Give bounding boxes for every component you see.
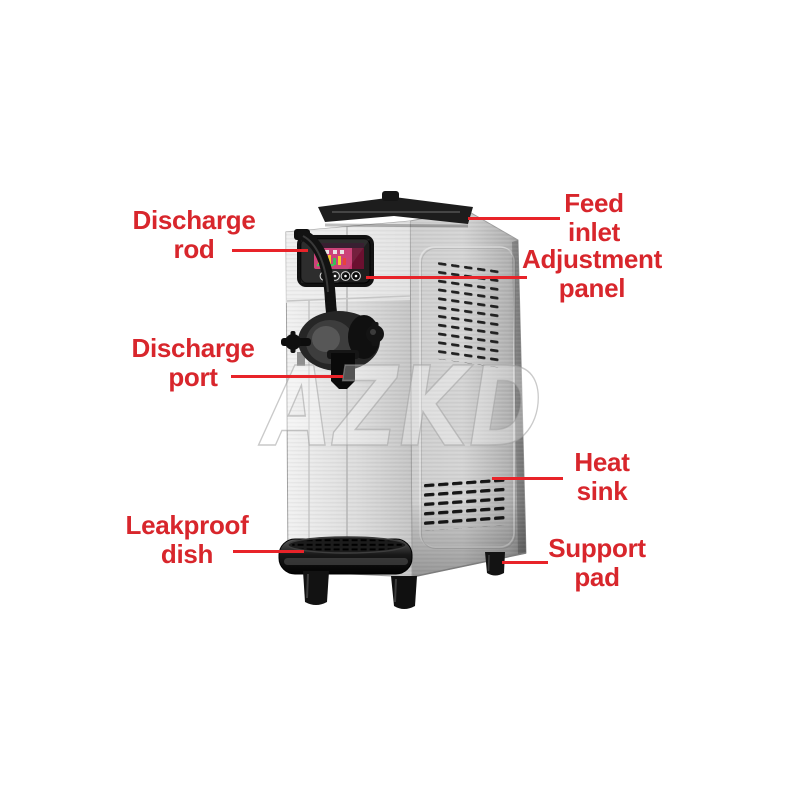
support-pad-foot-middle bbox=[391, 576, 417, 609]
heat-sink-vents bbox=[424, 478, 507, 531]
label-leakproof-dish: Leakproof dish bbox=[125, 510, 249, 570]
front-hinge bbox=[297, 352, 305, 366]
support-pad-foot-right bbox=[485, 552, 505, 576]
leakproof-dish-tray bbox=[278, 536, 413, 575]
discharge-port-head bbox=[281, 311, 384, 389]
label-support-pad: Support pad bbox=[548, 533, 646, 593]
support-pad-foot-left bbox=[303, 571, 329, 605]
brand-watermark: AZKD bbox=[258, 345, 544, 472]
leader-line-support-pad bbox=[502, 561, 548, 564]
support-pad-feet bbox=[303, 552, 505, 609]
leader-line-discharge-port bbox=[231, 375, 343, 378]
machine-front-face bbox=[285, 220, 527, 578]
lid-knob bbox=[382, 191, 399, 201]
discharge-spout bbox=[331, 353, 355, 389]
leader-line-heat-sink bbox=[492, 477, 563, 480]
leader-line-adjustment-panel bbox=[366, 276, 527, 279]
leader-line-leakproof-dish bbox=[233, 550, 304, 553]
feed-inlet-lid bbox=[318, 191, 473, 228]
label-feed-inlet: Feed inlet bbox=[564, 188, 624, 248]
port-knob-right bbox=[366, 322, 384, 346]
label-adjustment-panel: Adjustment panel bbox=[521, 244, 662, 304]
leader-line-discharge-rod bbox=[232, 249, 308, 252]
port-knob-left bbox=[285, 331, 301, 353]
label-heat-sink: Heat sink bbox=[574, 447, 630, 507]
leader-line-feed-inlet bbox=[468, 217, 560, 220]
ventilation-grill-upper bbox=[438, 262, 501, 368]
label-discharge-rod: Discharge rod bbox=[132, 205, 256, 265]
label-discharge-port: Discharge port bbox=[131, 333, 255, 393]
